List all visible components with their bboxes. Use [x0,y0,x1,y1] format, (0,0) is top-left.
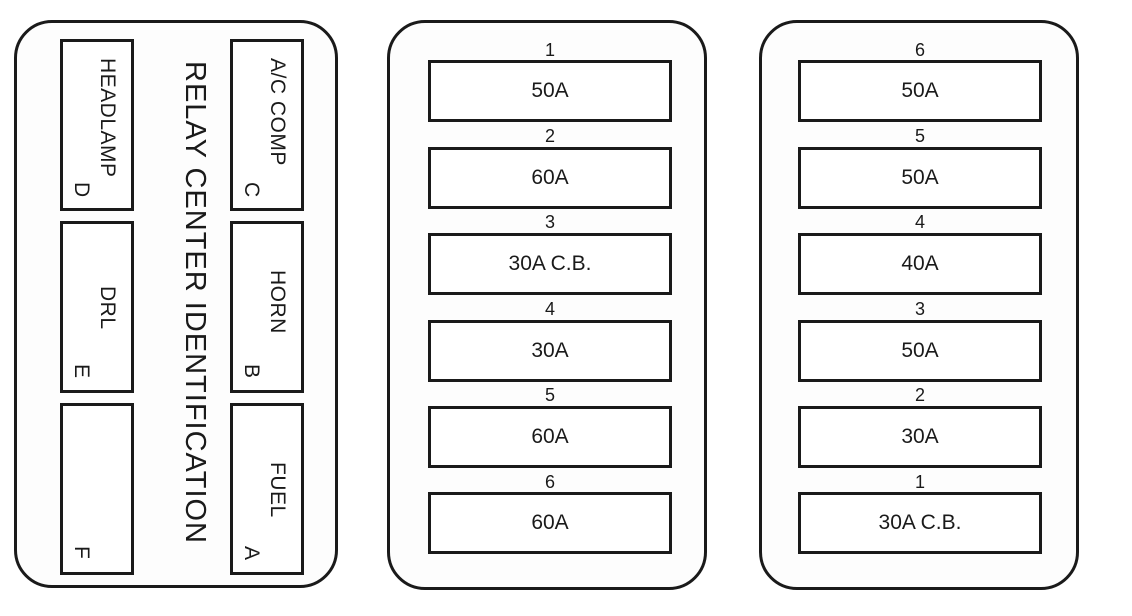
fuse-number: 4 [914,212,925,232]
relay-e: DRL E [60,221,134,393]
fuse-slot: 60A [428,406,672,468]
fuse-number: 1 [914,472,925,492]
relay-a-name: FUEL [266,462,289,518]
fuse-slot: 60A [428,147,672,209]
relay-d-name: HEADLAMP [96,58,119,178]
relay-c-letter: C [240,182,263,198]
fuse-number: 6 [914,40,925,60]
relay-center-panel: RELAY CENTER IDENTIFICATION HEADLAMP D D… [14,20,338,588]
fuse-slot: 50A [428,60,672,122]
fuse-slot: 30A C.B. [428,233,672,295]
relay-c: A/C COMP C [230,39,304,211]
fuse-slot: 40A [798,233,1042,295]
relay-c-name: A/C COMP [266,58,289,166]
fuse-number: 5 [544,385,555,405]
fuse-slot: 60A [428,492,672,554]
fuse-number: 1 [544,40,555,60]
relay-a-letter: A [240,546,263,561]
relay-d: HEADLAMP D [60,39,134,211]
fuse-slot: 30A [428,320,672,382]
fuse-number: 5 [914,126,925,146]
fuse-number: 4 [544,299,555,319]
fuse-number: 3 [544,212,555,232]
fuse-number: 2 [544,126,555,146]
fuse-slot: 50A [798,60,1042,122]
relay-d-letter: D [70,182,93,198]
relay-b: HORN B [230,221,304,393]
fuse-slot: 50A [798,320,1042,382]
relay-b-name: HORN [266,270,289,334]
fuse-number: 6 [544,472,555,492]
relay-center-title: RELAY CENTER IDENTIFICATION [179,61,211,544]
fuse-slot: 30A [798,406,1042,468]
relay-f-letter: F [70,546,93,559]
relay-e-letter: E [70,364,93,379]
fuse-slot: 50A [798,147,1042,209]
relay-f: F [60,403,134,575]
fuse-block-1: 1 50A 2 60A 3 30A C.B. 4 30A 5 60A 6 60A [387,20,707,590]
relay-b-letter: B [240,364,263,379]
fuse-block-2: 6 50A 5 50A 4 40A 3 50A 2 30A 1 30A C.B. [759,20,1079,590]
relay-a: FUEL A [230,403,304,575]
fuse-number: 3 [914,299,925,319]
relay-e-name: DRL [96,286,119,330]
fuse-number: 2 [914,385,925,405]
fuse-slot: 30A C.B. [798,492,1042,554]
